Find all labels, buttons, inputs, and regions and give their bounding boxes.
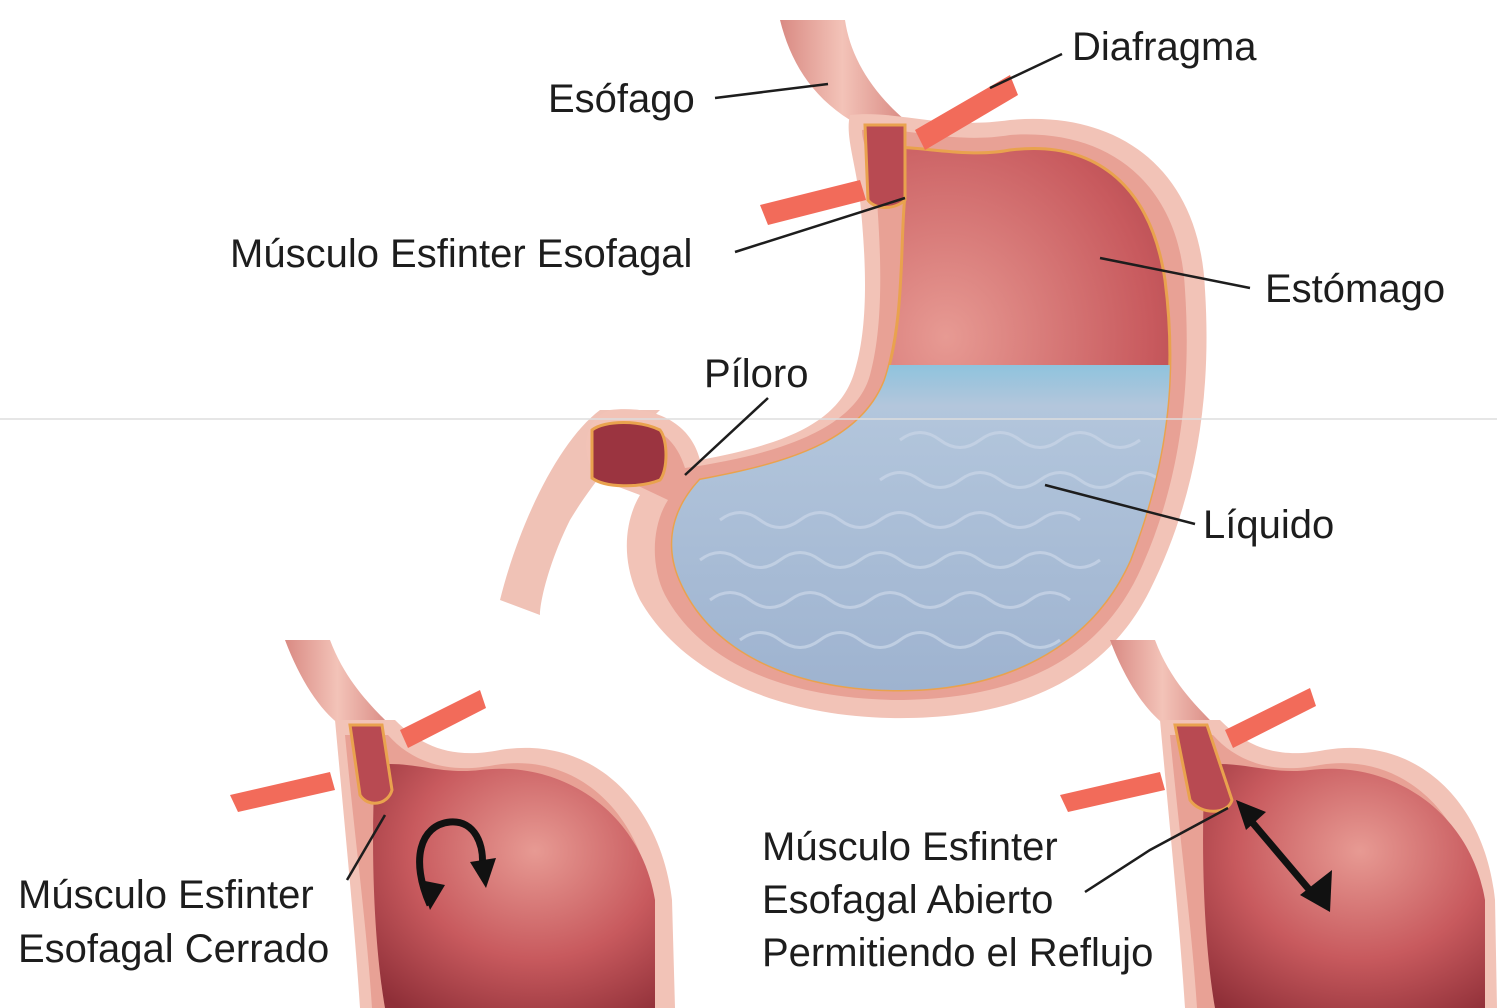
- open-caption-line-1: Músculo Esfinter: [762, 825, 1058, 869]
- pylorus-opening: [592, 423, 666, 486]
- open-caption-line-3: Permitiendo el Reflujo: [762, 931, 1153, 975]
- closed-esophagus-tube: [285, 640, 390, 725]
- label-esophagus: Esófago: [548, 77, 695, 121]
- esophagus-tube: [780, 20, 905, 120]
- open-esophagus-tube: [1110, 640, 1215, 725]
- closed-diaphragm-lower: [230, 772, 335, 812]
- label-sphincter: Músculo Esfinter Esofagal: [230, 232, 692, 276]
- leader-diaphragm: [990, 54, 1062, 88]
- diaphragm-band-lower: [760, 180, 866, 225]
- main-stomach: [500, 20, 1207, 718]
- closed-caption-line-2: Esofagal Cerrado: [18, 927, 329, 971]
- label-liquid: Líquido: [1203, 503, 1334, 547]
- label-diaphragm: Diafragma: [1072, 25, 1257, 69]
- label-stomach: Estómago: [1265, 267, 1445, 311]
- open-caption-line-2: Esofagal Abierto: [762, 878, 1053, 922]
- leader-esophagus: [715, 84, 828, 98]
- label-pylorus: Píloro: [704, 352, 809, 396]
- open-diaphragm-upper: [1225, 688, 1316, 748]
- sphincter-region: [865, 125, 905, 208]
- closed-diaphragm-upper: [400, 690, 486, 748]
- open-diaphragm-lower: [1060, 772, 1165, 812]
- closed-caption-line-1: Músculo Esfinter: [18, 873, 314, 917]
